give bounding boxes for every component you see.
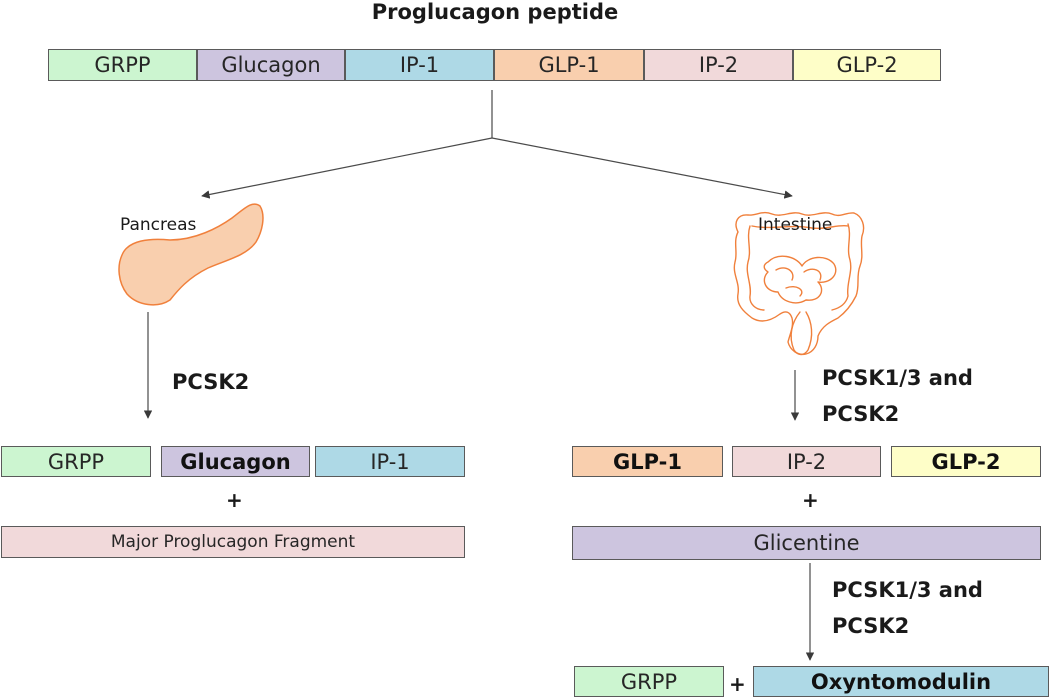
pancreas-product-ip1: IP-1 xyxy=(315,446,465,477)
intestine-enzyme-line-2: PCSK2 xyxy=(822,402,900,426)
proglucagon-segment-grpp: GRPP xyxy=(48,49,197,81)
intestine-product-glp1: GLP-1 xyxy=(572,446,723,477)
pancreas-product-grpp: GRPP xyxy=(1,446,151,477)
final-plus: + xyxy=(729,672,746,696)
glicentine-box: Glicentine xyxy=(572,526,1041,560)
intestine-enzyme-line-1: PCSK1/3 and xyxy=(822,366,973,390)
proglucagon-segment-glp2: GLP-2 xyxy=(793,49,941,81)
intestine-product-ip2: IP-2 xyxy=(732,446,881,477)
pancreas-product-glucagon: Glucagon xyxy=(161,446,310,477)
proglucagon-segment-ip2: IP-2 xyxy=(644,49,793,81)
intestine-plus: + xyxy=(802,488,819,512)
major-proglucagon-fragment: Major Proglucagon Fragment xyxy=(1,526,465,558)
intestine-label: Intestine xyxy=(758,215,833,235)
pancreas-enzyme-label: PCSK2 xyxy=(172,364,249,400)
intestine-product-glp2: GLP-2 xyxy=(891,446,1041,477)
arrow-to-intestine xyxy=(491,137,793,199)
glicentine-enzyme-line-1: PCSK1/3 and xyxy=(832,578,983,602)
glicentine-enzyme-line-2: PCSK2 xyxy=(832,614,910,638)
intestine-icon xyxy=(733,211,865,356)
pancreas-plus: + xyxy=(226,488,243,512)
proglucagon-segment-ip1: IP-1 xyxy=(345,49,494,81)
final-product-grpp: GRPP xyxy=(574,666,724,697)
pancreas-label: Pancreas xyxy=(120,215,197,235)
arrow-to-pancreas xyxy=(201,137,493,199)
intestine-enzyme-label: PCSK1/3 and PCSK2 xyxy=(822,360,973,432)
glicentine-enzyme-label: PCSK1/3 and PCSK2 xyxy=(832,572,983,644)
pancreas-enzyme-line-1: PCSK2 xyxy=(172,370,250,394)
final-product-oxyntomodulin: Oxyntomodulin xyxy=(753,666,1049,697)
pancreas-icon xyxy=(118,203,264,306)
proglucagon-segment-glucagon: Glucagon xyxy=(197,49,345,81)
proglucagon-segment-glp1: GLP-1 xyxy=(494,49,644,81)
diagram-title: Proglucagon peptide xyxy=(371,0,619,24)
